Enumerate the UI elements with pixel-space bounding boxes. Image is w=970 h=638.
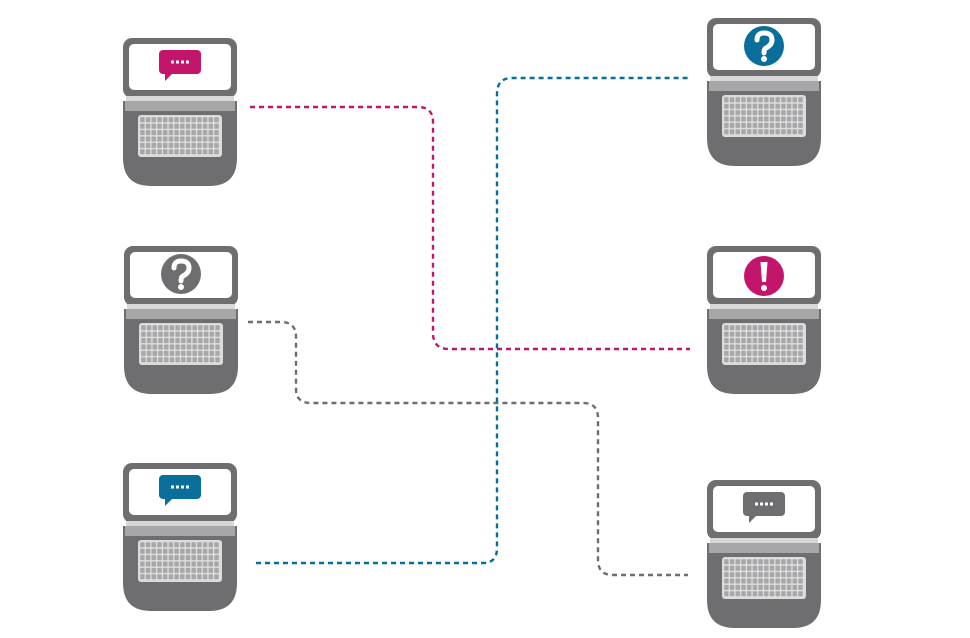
laptop-left-1 [123, 38, 237, 186]
connection-line-left-2-to-right-3 [248, 320, 688, 577]
keyboard-icon [722, 557, 806, 599]
connections-layer [248, 76, 690, 577]
laptop-base [123, 526, 237, 611]
question-circle-icon [161, 254, 201, 294]
keyboard-icon [138, 115, 222, 157]
connection-line-left-3-to-right-1 [256, 76, 690, 565]
chat-bubble-icon [743, 492, 785, 523]
laptop-left-3 [123, 463, 237, 611]
exclamation-circle-icon [744, 256, 784, 296]
keyboard-icon [138, 540, 222, 582]
laptop-base [123, 101, 237, 186]
laptop-left-2 [124, 246, 238, 394]
laptop-base [707, 309, 821, 394]
laptop-right-2 [707, 246, 821, 394]
keyboard-icon [139, 323, 223, 365]
chat-bubble-icon [159, 475, 201, 506]
question-circle-icon [744, 26, 784, 66]
laptop-right-3 [707, 480, 821, 628]
connection-line-left-1-to-right-2 [250, 105, 690, 351]
laptop-base [707, 81, 821, 166]
chat-bubble-icon [159, 50, 201, 81]
laptop-right-1 [707, 18, 821, 166]
keyboard-icon [722, 323, 806, 365]
laptop-base [124, 309, 238, 394]
laptop-base [707, 543, 821, 628]
laptops-layer [123, 18, 821, 628]
keyboard-icon [722, 95, 806, 137]
